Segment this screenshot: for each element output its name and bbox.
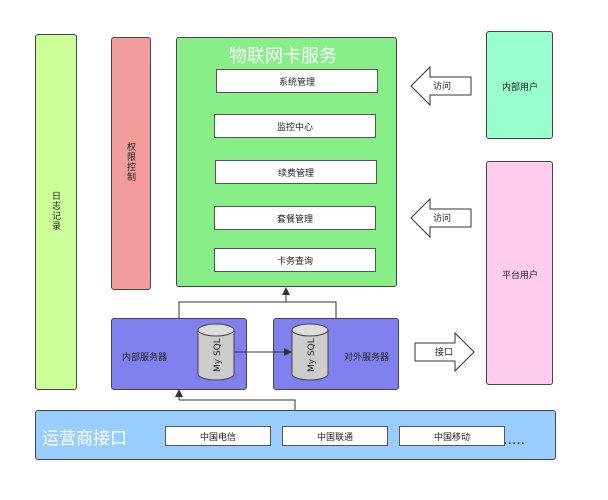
internal-db-label: My SQL (213, 338, 223, 372)
internal-user-panel: 内部用户 (486, 31, 553, 139)
visit-arrow-1-label: 访问 (433, 80, 451, 92)
external-db-label: My SQL (307, 338, 317, 372)
module-system[interactable]: 系统管理 (216, 69, 378, 93)
server-to-service-connector (178, 287, 337, 318)
interface-arrow[interactable] (414, 331, 475, 373)
carrier-title: 运营商接口 (42, 429, 127, 449)
carrier-mobile[interactable]: 中国移动 (399, 426, 505, 446)
module-monitor[interactable]: 监控中心 (214, 114, 376, 138)
external-server-label: 对外服务器 (344, 353, 390, 363)
visit-arrow-1[interactable] (410, 65, 472, 107)
carrier-unicom[interactable]: 中国联通 (282, 426, 388, 446)
service-title: 物联网卡服务 (229, 46, 337, 67)
auth-label: 权限控制 (125, 142, 135, 182)
module-renewal[interactable]: 续费管理 (215, 160, 377, 184)
carrier-telecom[interactable]: 中国电信 (165, 426, 271, 446)
interface-arrow-label: 接口 (435, 346, 453, 358)
visit-arrow-2-label: 访问 (433, 212, 451, 224)
module-package[interactable]: 套餐管理 (214, 206, 376, 230)
internal-db-icon (197, 323, 235, 381)
internal-user-label: 内部用户 (502, 83, 539, 93)
platform-user-label: 平台用户 (502, 271, 539, 281)
platform-user-panel: 平台用户 (486, 161, 553, 385)
carrier-ellipsis: …… (499, 433, 525, 448)
auth-panel: 权限控制 (111, 37, 151, 290)
module-card-query[interactable]: 卡务查询 (214, 248, 376, 272)
external-db-icon (291, 323, 329, 381)
visit-arrow-2[interactable] (410, 197, 472, 239)
internal-server-label: 内部服务器 (122, 353, 168, 363)
log-panel: 日志记录 (35, 34, 77, 390)
log-label: 日志记录 (50, 191, 60, 231)
carrier-to-server-connector (175, 389, 296, 410)
